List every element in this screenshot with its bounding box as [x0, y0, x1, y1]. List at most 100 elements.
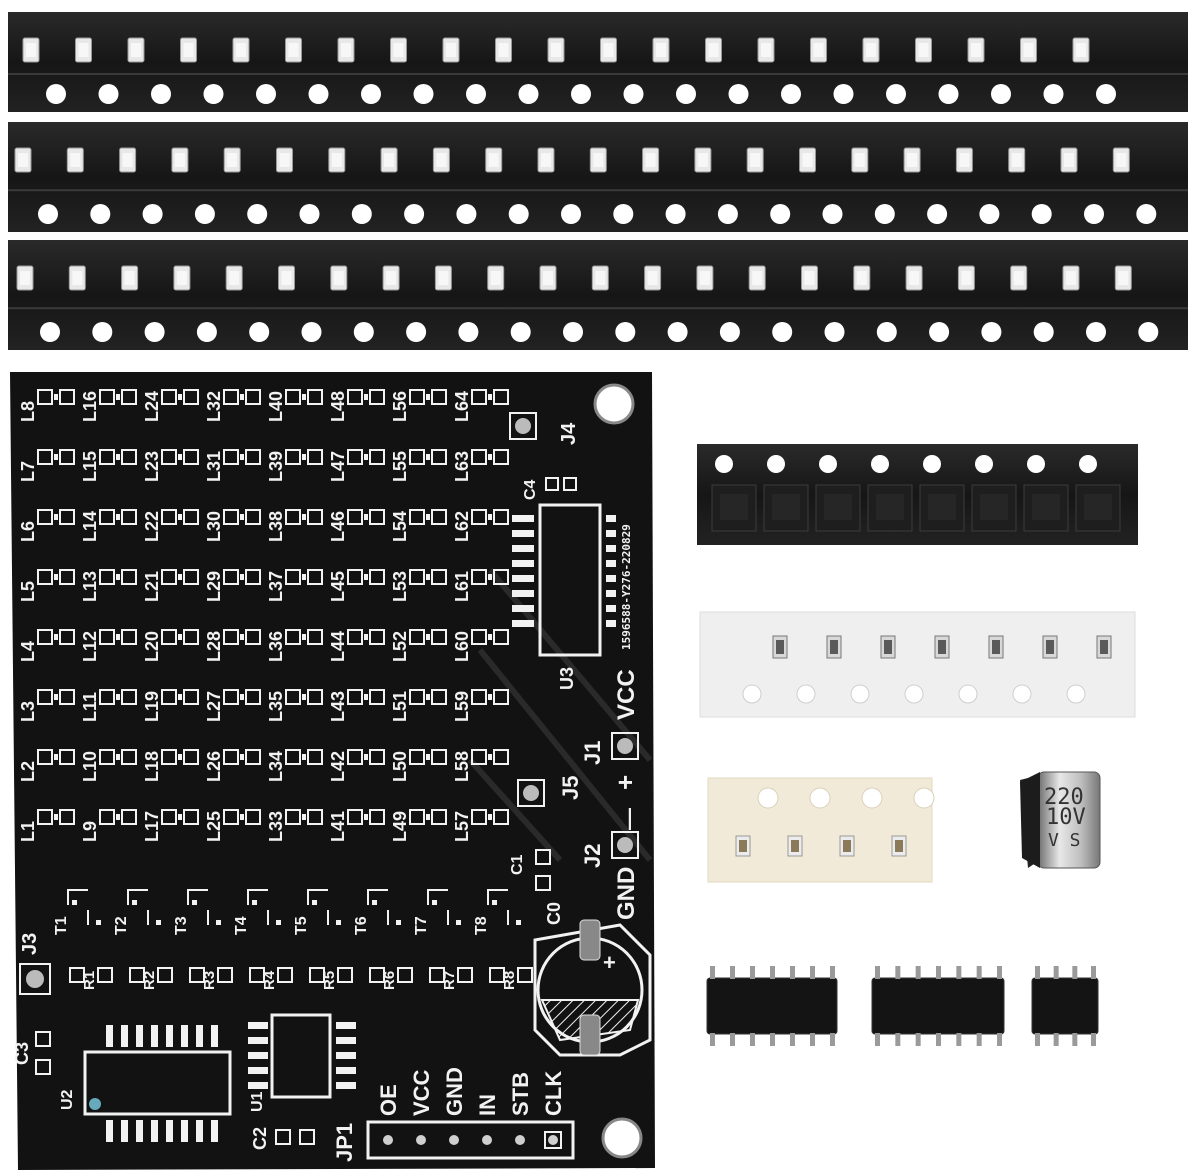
- jp1-pin-label: STB: [508, 1072, 533, 1116]
- led-pad: [99, 629, 115, 645]
- sprocket-hole: [1043, 84, 1064, 104]
- led-pad: [347, 749, 363, 765]
- chip-pin: [730, 1033, 735, 1046]
- led-pad: [37, 629, 53, 645]
- label-c1: C1: [509, 854, 526, 875]
- resistor-label: R8: [501, 971, 518, 990]
- transistor-outline: [127, 889, 149, 925]
- ic-pad: [151, 1120, 158, 1142]
- led-label: L57: [452, 811, 472, 842]
- sprocket-hole: [518, 84, 539, 104]
- sprocket-hole: [991, 84, 1011, 104]
- led-pad: [285, 749, 301, 765]
- led-pad: [59, 689, 75, 705]
- resistor-pad: [369, 967, 385, 983]
- sprocket-hole: [1136, 204, 1157, 224]
- led-label: L22: [142, 511, 162, 542]
- led-pad: [223, 509, 239, 525]
- ic-pad: [336, 1052, 356, 1059]
- sprocket-hole: [676, 84, 696, 104]
- led-pad: [307, 809, 323, 825]
- led-pad: [161, 509, 177, 525]
- jp1-pin: [416, 1135, 426, 1145]
- led-pad: [431, 449, 447, 465]
- ic-pad: [181, 1025, 188, 1047]
- led-pad: [431, 629, 447, 645]
- label-j5: J5: [558, 776, 583, 800]
- transistor-outline: [187, 889, 209, 925]
- chip-pin: [895, 966, 901, 979]
- label-minus: —: [616, 808, 641, 830]
- led-label: L55: [390, 451, 410, 482]
- led-pad: [245, 809, 261, 825]
- sprocket-hole: [46, 84, 66, 104]
- led-label: L2: [18, 761, 38, 782]
- led-label: L12: [80, 631, 100, 662]
- ic-pad: [512, 590, 534, 597]
- chip-pin: [790, 1033, 795, 1046]
- resistor-label: R7: [441, 971, 458, 990]
- transistor-outline: [367, 889, 389, 925]
- resistor-label: R6: [381, 971, 398, 990]
- led-label: L26: [204, 751, 224, 782]
- led-pad: [245, 689, 261, 705]
- label-j3: J3: [19, 933, 41, 955]
- led-pad: [347, 449, 363, 465]
- led-pad: [307, 629, 323, 645]
- sprocket-hole: [92, 322, 113, 342]
- sprocket-hole: [142, 204, 163, 224]
- led-label: L19: [142, 691, 162, 722]
- led-pad: [493, 449, 509, 465]
- sprocket-hole: [809, 787, 831, 809]
- led-label: L62: [452, 511, 472, 542]
- chip-pin: [730, 966, 735, 979]
- chip-pin: [1091, 1033, 1096, 1046]
- sprocket-hole: [923, 455, 941, 473]
- ic-pad: [196, 1025, 203, 1047]
- led-label: L24: [142, 391, 162, 422]
- sprocket-hole: [742, 684, 762, 704]
- ic-pad: [106, 1120, 113, 1142]
- led-label: L23: [142, 451, 162, 482]
- label-c0-plus: +: [603, 950, 616, 975]
- sprocket-hole: [958, 684, 978, 704]
- resistor-pad: [337, 967, 353, 983]
- sprocket-hole: [249, 322, 270, 342]
- sprocket-hole: [822, 204, 843, 224]
- serial-number: 1596588-Y276-220829: [620, 524, 633, 650]
- led-pad: [99, 809, 115, 825]
- led-pad: [471, 749, 487, 765]
- led-pad: [347, 569, 363, 585]
- chip-pin: [915, 966, 921, 979]
- transistor-tape: [697, 444, 1138, 545]
- label-u1: U1: [249, 1091, 266, 1112]
- jp1-pin: [449, 1135, 459, 1145]
- resistor-label: R4: [261, 970, 278, 990]
- transistor-label: T7: [413, 916, 430, 935]
- capacitor-tape: [707, 777, 935, 883]
- chip-pin: [770, 966, 775, 979]
- led-pad: [59, 629, 75, 645]
- ic-pad: [106, 1025, 113, 1047]
- led-pad: [471, 629, 487, 645]
- ic-pad: [196, 1120, 203, 1142]
- led-pad: [99, 389, 115, 405]
- transistor-label: T4: [233, 916, 250, 935]
- led-pad: [307, 449, 323, 465]
- led-label: L45: [328, 571, 348, 602]
- chip-pin: [875, 966, 880, 979]
- led-pad: [431, 389, 447, 405]
- transistor-outline: [307, 889, 329, 925]
- led-pad: [59, 749, 75, 765]
- led-pad: [409, 449, 425, 465]
- led-pad: [161, 749, 177, 765]
- led-pad: [471, 509, 487, 525]
- resistor-pad: [397, 967, 413, 983]
- ic-pad: [606, 575, 616, 582]
- led-label: L38: [266, 511, 286, 542]
- led-pad: [409, 389, 425, 405]
- led-pad: [223, 809, 239, 825]
- led-label: L40: [266, 391, 286, 422]
- led-label: L47: [328, 451, 348, 482]
- sprocket-hole: [1012, 684, 1032, 704]
